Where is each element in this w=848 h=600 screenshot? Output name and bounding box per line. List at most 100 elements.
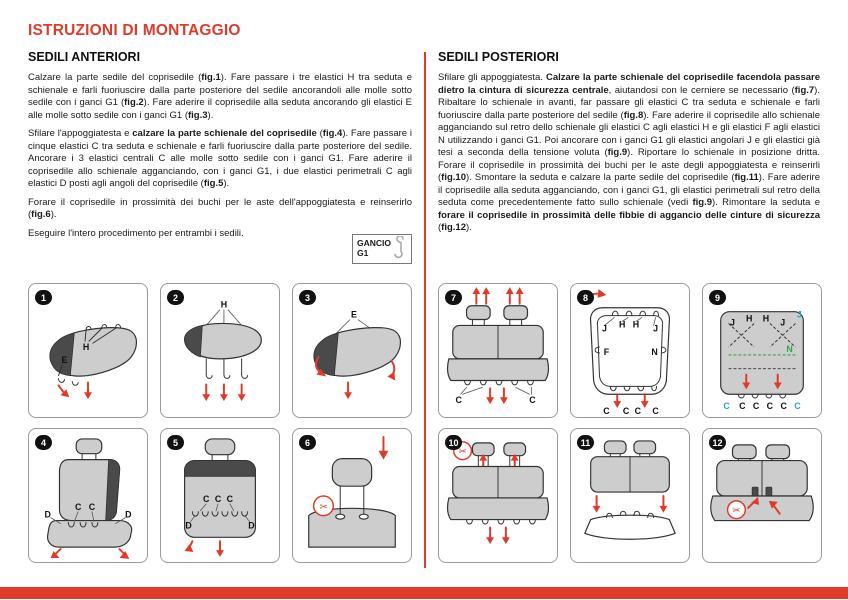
elastic-label-H: H xyxy=(763,313,769,323)
headrests xyxy=(471,442,527,467)
red-arrows xyxy=(57,381,92,400)
elastic-label-C: C xyxy=(227,494,234,504)
figure-number-badge: 3 xyxy=(299,290,316,305)
fig3-cushion-elastics-illustration: E xyxy=(313,310,402,400)
bench-cushion xyxy=(446,358,550,382)
g1-hook-icon xyxy=(394,236,404,259)
elastic-label-D: D xyxy=(44,510,51,520)
elastic-label-D: D xyxy=(125,510,132,520)
elastic-label-C: C xyxy=(739,401,746,411)
footer-bar xyxy=(0,587,848,599)
elastic-label-N-green: N xyxy=(786,344,792,354)
fig2-cushion-rear-illustration: H xyxy=(184,300,262,402)
front-seats-paragraph-1: Calzare la parte sedile del coprisedile … xyxy=(28,72,412,121)
fig12-belt-buckle-holes-illustration: ✂ xyxy=(710,444,814,522)
column-divider xyxy=(424,52,426,568)
figure-panel-1: 1 H E xyxy=(28,283,148,418)
red-arrow-down xyxy=(378,436,389,460)
hanging-elastics xyxy=(205,358,249,379)
figure-panel-2: 2 H xyxy=(160,283,280,418)
bench-cushion xyxy=(446,497,550,521)
elastic-label-J: J xyxy=(780,317,785,327)
elastic-label-H: H xyxy=(221,300,227,310)
red-arrows xyxy=(50,548,130,559)
elastic-label-C: C xyxy=(215,494,222,504)
bench-backrest xyxy=(716,460,808,497)
bench-backrest xyxy=(452,465,544,499)
fig4-full-seat-illustration: D C C D xyxy=(44,438,133,559)
elastic-label-C: C xyxy=(603,406,610,416)
svg-text:✂: ✂ xyxy=(732,506,740,517)
front-seats-heading: SEDILI ANTERIORI xyxy=(28,50,141,64)
elastic-label-C: C xyxy=(203,494,210,504)
elastic-label-C-teal: C xyxy=(723,401,730,411)
red-arrows xyxy=(202,383,246,402)
page-title: ISTRUZIONI DI MONTAGGIO xyxy=(28,22,241,39)
figure-panel-8: 8 J H H J F N C C C C xyxy=(570,283,690,418)
elastic-leader-lines xyxy=(58,324,121,386)
fig7-rear-bench-illustration: C C xyxy=(446,287,550,405)
scissors-icon: ✂ xyxy=(312,495,335,517)
seatbelt-buckles xyxy=(751,486,773,497)
elastic-label-C: C xyxy=(635,406,642,416)
fig6-headrest-illustration: ✂ xyxy=(308,436,396,548)
figure-panel-7: 7 C C xyxy=(438,283,558,418)
fig11-cushion-removal-illustration xyxy=(584,440,676,540)
figure-panel-4: 4 D C C D xyxy=(28,428,148,563)
elastic-label-C: C xyxy=(455,395,462,405)
figure-number-badge: 6 xyxy=(299,435,316,450)
elastic-label-C: C xyxy=(89,502,96,512)
rear-seats-paragraph-1: Sfilare gli appoggiatesta. Calzare la pa… xyxy=(438,72,820,234)
elastic-label-H: H xyxy=(633,319,639,329)
figure-number-badge: 11 xyxy=(577,435,594,450)
elastic-loops xyxy=(50,511,126,528)
fig10-bench-headrest-holes-illustration: ✂ xyxy=(446,441,550,545)
figure-panel-10: 10 ✂ xyxy=(438,428,558,563)
front-seats-section: SEDILI ANTERIORI Calzare la parte sedile… xyxy=(28,50,412,246)
elastic-label-J: J xyxy=(602,323,607,333)
figure-panel-5: 5 C C C D D xyxy=(160,428,280,563)
gancio-label: GANCIO G1 xyxy=(357,238,391,258)
seat-cushion xyxy=(313,327,402,377)
front-seats-paragraph-3: Forare il coprisedile in prossimità dei … xyxy=(28,196,412,221)
figure-panel-9: 9 J H H J J N C C C C C C xyxy=(702,283,822,418)
rear-seats-section: SEDILI POSTERIORI Sfilare gli appoggiate… xyxy=(438,50,820,241)
elastic-label-E: E xyxy=(61,355,67,365)
bench-cushion xyxy=(710,495,814,522)
seatback-frame xyxy=(589,307,671,395)
figure-panel-3: 3 E xyxy=(292,283,412,418)
seat-cushion xyxy=(49,327,138,377)
elastic-label-F: F xyxy=(604,347,610,357)
bench-backrest xyxy=(452,324,544,360)
rear-seats-heading: SEDILI POSTERIORI xyxy=(438,50,559,64)
headrests xyxy=(465,305,529,326)
fig5-backrest-rear-illustration: C C C D D xyxy=(184,438,256,557)
label-leader-lines xyxy=(205,309,242,326)
red-arrows xyxy=(747,496,781,515)
elastic-label-J: J xyxy=(653,323,658,333)
red-arrows xyxy=(184,540,224,557)
headrests xyxy=(603,440,657,458)
elastic-label-C: C xyxy=(652,406,659,416)
headrest xyxy=(204,438,236,462)
elastic-label-E: E xyxy=(351,310,357,320)
front-seats-paragraph-2: Sfilare l'appoggiatesta e calzare la par… xyxy=(28,128,412,190)
red-arrows-down xyxy=(613,394,649,409)
figure-panel-11: 11 xyxy=(570,428,690,563)
red-arrows-up xyxy=(472,287,524,305)
detached-cushion xyxy=(584,510,676,540)
elastic-label-C-teal: C xyxy=(794,401,801,411)
bench-backrest xyxy=(590,456,670,493)
elastic-label-C: C xyxy=(529,395,536,405)
elastic-label-C: C xyxy=(75,502,82,512)
seatback-rear-panel xyxy=(720,311,804,395)
figure-panel-6: 6 ✂ xyxy=(292,428,412,563)
red-arrows-down xyxy=(742,373,782,390)
elastic-label-H: H xyxy=(619,319,625,329)
red-arrows-down xyxy=(486,387,508,405)
elastic-loops xyxy=(594,310,667,392)
figure-number-badge: 4 xyxy=(35,435,52,450)
elastic-label-C: C xyxy=(623,406,630,416)
elastic-label-C: C xyxy=(780,401,787,411)
elastic-label-N: N xyxy=(651,347,657,357)
